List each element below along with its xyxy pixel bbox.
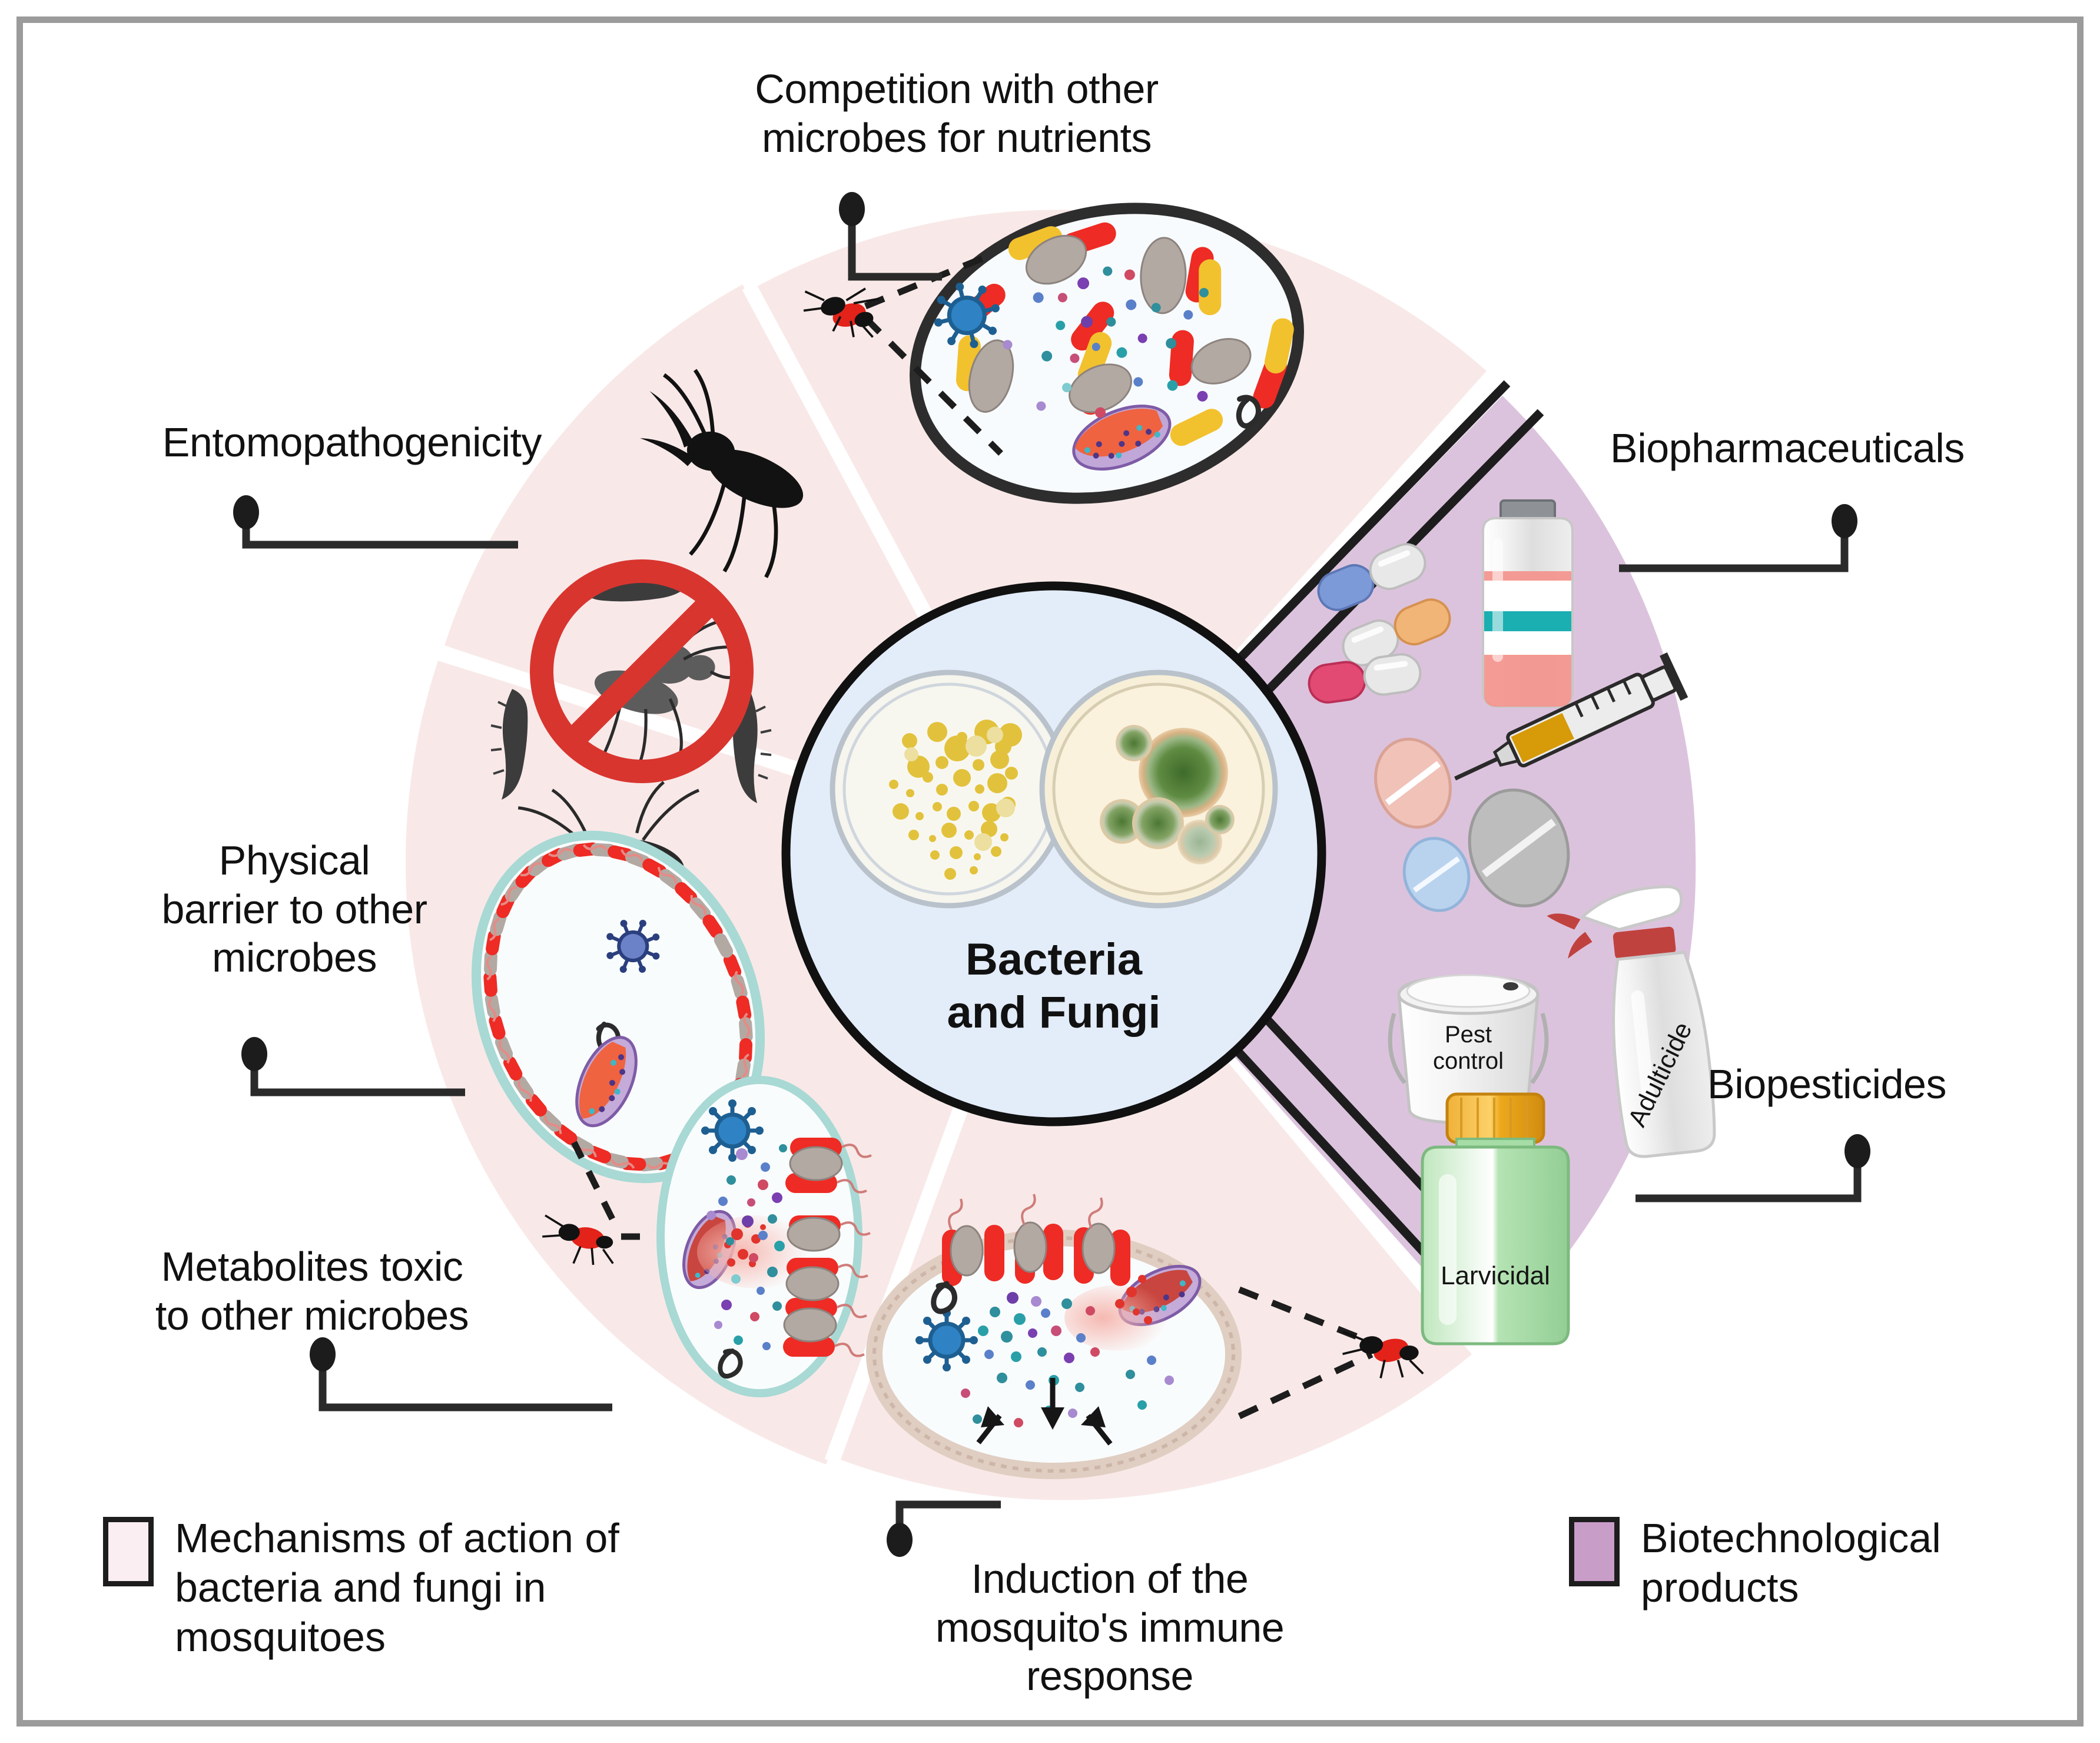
center-title: Bacteria and Fungi [947, 935, 1161, 1038]
legend-swatch-biotech [1569, 1517, 1620, 1586]
leader-entomopathogenicity [242, 515, 518, 549]
lysis-burst [697, 1215, 815, 1288]
metabolites-oval [656, 1076, 872, 1397]
barrier-virus-icon [606, 919, 660, 973]
leader-metabolites [319, 1357, 612, 1411]
gut-microbiome-oval [910, 203, 1304, 504]
leader-biopesticides [1635, 1154, 1862, 1202]
competition-mosquito-icon [803, 287, 879, 338]
callout-label-entomopathogenicity: Entomopathogenicity [162, 419, 542, 465]
tablet-blue [1402, 837, 1471, 912]
larvicidal-label: Larvicidal [1441, 1261, 1550, 1290]
capsule-pink [1308, 653, 1422, 704]
leader-biopharmaceuticals [1619, 524, 1849, 572]
pest-control-label: Pest control [1432, 1022, 1504, 1074]
immune-arrows [976, 1378, 1113, 1446]
immune-mosquito-icon [1342, 1330, 1424, 1379]
larva-icon-2 [502, 689, 528, 800]
fungi-petri-dish [1039, 670, 1278, 909]
bacteria-petri-dish [830, 670, 1069, 909]
medicine-vial [1482, 499, 1574, 708]
metabolites-dashed-leader [571, 1141, 653, 1240]
competition-dashed-leader [863, 250, 1003, 456]
callout-label-immune-response: Induction of the mosquito's immune respo… [935, 1556, 1285, 1699]
pest-control-bucket [1388, 974, 1549, 1125]
center-disc-group [781, 581, 1326, 1126]
leader-physical-barrier [250, 1057, 465, 1096]
callout-label-biopharmaceuticals: Biopharmaceuticals [1610, 425, 1965, 471]
biopesticides-illustration [1388, 885, 1716, 1346]
callout-label-biopesticides: Biopesticides [1707, 1061, 1946, 1107]
callout-label-physical-barrier: Physical barrier to other microbes [161, 837, 427, 981]
physical-barrier-oval [471, 830, 765, 1184]
legend-swatch-mechanisms [103, 1517, 154, 1586]
barrier-protozoan-icon [575, 1036, 638, 1128]
tablet-grey [1468, 788, 1570, 907]
tablet-pink [1374, 737, 1452, 829]
adulticide-spray-bottle [1547, 885, 1716, 1158]
metabolites-mosquito-icon [542, 1214, 614, 1265]
larvicidal-bottle [1421, 1092, 1570, 1346]
capsule-blue [1317, 543, 1426, 611]
leader-competition [848, 212, 942, 281]
legend-label-biotech: Biotechnological products [1641, 1515, 1941, 1611]
syringe-icon [1454, 652, 1688, 781]
no-mosquito-icon [530, 559, 754, 783]
leader-immune [895, 1500, 1001, 1537]
callout-dots [233, 192, 1870, 1557]
nematode-icon [1236, 395, 1261, 429]
legend-item-biotech: Biotechnological products [1569, 1513, 2063, 1612]
callout-label-metabolites: Metabolites toxic to other microbes [155, 1244, 469, 1338]
biopharmaceuticals-illustration [1308, 499, 1688, 912]
immune-response-oval [866, 1194, 1242, 1479]
callout-leaders [242, 212, 1862, 1537]
callout-label-competition: Competition with other microbes for nutr… [755, 66, 1159, 161]
protozoan-icon [1072, 405, 1172, 471]
virus-icon [934, 283, 1000, 349]
legend-label-mechanisms: Mechanisms of action of bacteria and fun… [175, 1515, 619, 1660]
legend-item-mechanisms: Mechanisms of action of bacteria and fun… [103, 1513, 762, 1662]
